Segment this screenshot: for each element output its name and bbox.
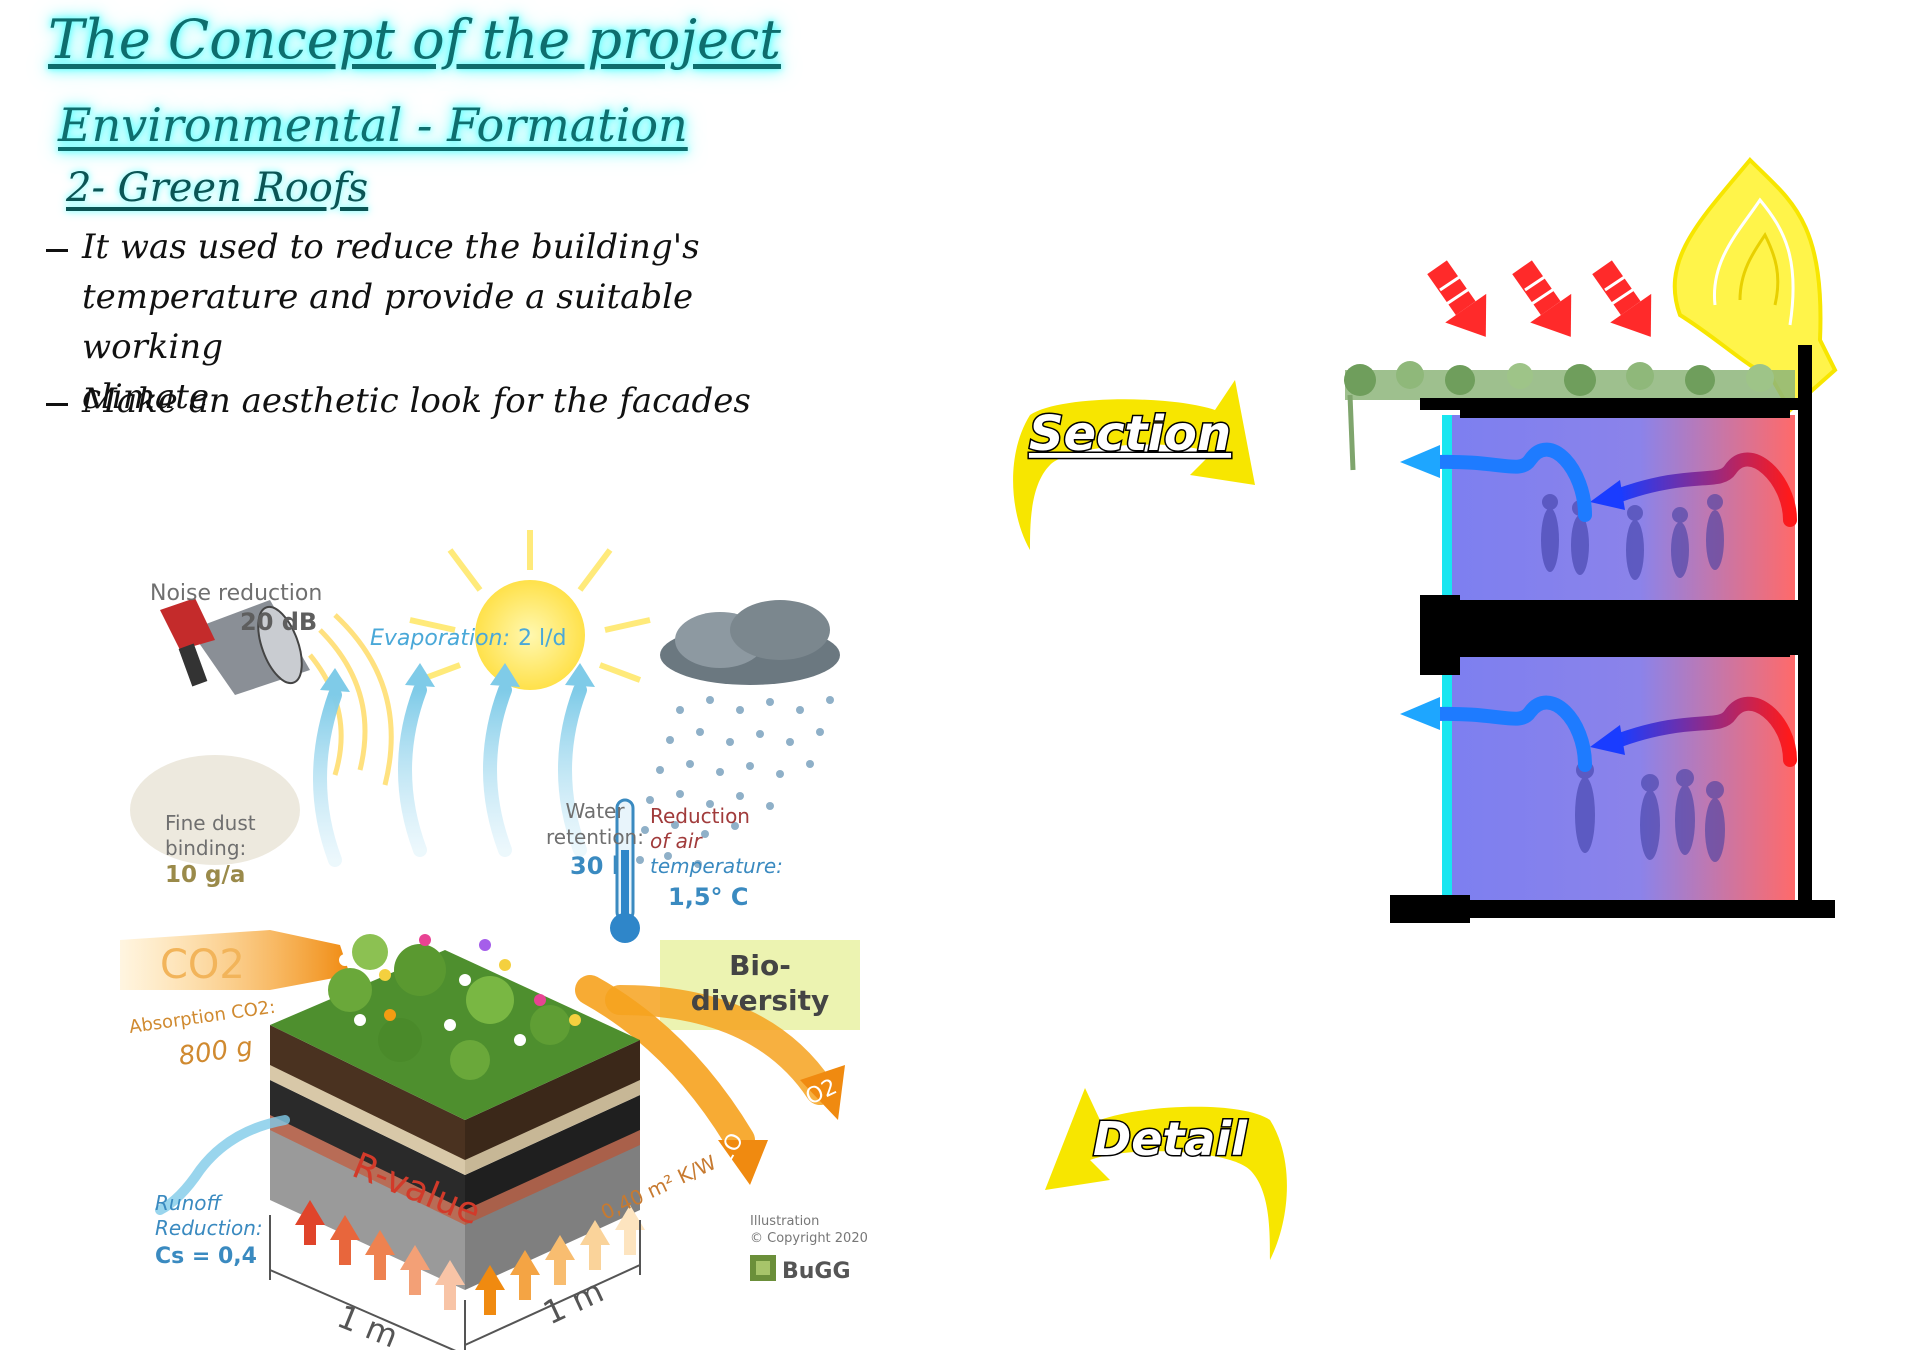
building-structure [1390, 345, 1835, 923]
runoff-value: Cs = 0,4 [155, 1244, 257, 1269]
bullet-line: Make an aesthetic look for the facades [82, 381, 751, 421]
rain-icon [636, 696, 834, 868]
bullet-line: temperature and provide a suitable worki… [82, 277, 694, 367]
water-label-1: Water [565, 799, 625, 823]
heat-arrows-icon [1427, 260, 1652, 337]
section-arrow-icon: Section [1013, 380, 1255, 550]
bio-label-1: Bio- [729, 949, 791, 982]
section-label: Section [1029, 406, 1231, 462]
page-title: The Concept of the project [48, 8, 781, 71]
sun-icon [409, 530, 651, 690]
bullet-item-2: Make an aesthetic look for the facades [46, 376, 806, 426]
temp-label-1: Reduction [650, 804, 750, 828]
thermometer-icon [610, 798, 640, 943]
runoff-label-2: Reduction: [155, 1216, 263, 1240]
page-subtitle: Environmental - Formation [58, 98, 688, 152]
roof-vegetation [1344, 361, 1795, 471]
water-label-2: retention: [546, 825, 644, 849]
credit-line-1: Illustration [750, 1214, 819, 1229]
bullet-dash-icon [46, 249, 68, 252]
co2-value: 800 g [177, 1032, 255, 1072]
temp-label-2: of air [650, 829, 703, 853]
credit-logo-text: BuGG [782, 1259, 851, 1284]
bullet-line: It was used to reduce the building's [82, 227, 700, 267]
rvalue-arrows [295, 1200, 645, 1315]
building-section-diagram [1344, 157, 1838, 923]
evaporation-arrows [313, 683, 587, 867]
temp-value: 1,5° C [668, 883, 748, 911]
evaporation-label: Evaporation: [370, 626, 510, 651]
runoff-label-1: Runoff [155, 1191, 223, 1215]
cloud-icon [660, 600, 840, 685]
dimension-1: 1 m [332, 1297, 403, 1350]
temp-label-3: temperature: [650, 854, 783, 878]
sun-heat-arrow-icon [1672, 157, 1838, 414]
section-heading: 2- Green Roofs [66, 165, 369, 211]
dimension-2: 1 m [537, 1272, 609, 1333]
megaphone-icon [160, 598, 310, 695]
airflow-arrows-upper [1400, 442, 1797, 527]
dust-label-2: binding: [165, 836, 246, 860]
credit-line-2: © Copyright 2020 [750, 1231, 868, 1246]
people-silhouettes [1541, 494, 1725, 862]
co2-label: CO2 [160, 942, 245, 988]
bullet-item-1: It was used to reduce the building's tem… [46, 222, 806, 422]
co2-abs-label: Absorption CO2: [128, 997, 277, 1038]
detail-arrow-icon: Detail [1045, 1088, 1287, 1260]
noise-value: 20 dB [240, 608, 317, 636]
evaporation-value: 2 l/d [518, 626, 566, 651]
noise-label: Noise reduction [150, 581, 322, 606]
bugg-logo-icon [750, 1255, 776, 1281]
bullet-dash-icon [46, 403, 68, 406]
bullet-line: climate [82, 377, 210, 417]
bio-label-2: diversity [691, 984, 830, 1017]
roof-layers [270, 934, 640, 1290]
lower-room [1450, 655, 1795, 900]
dust-value: 10 g/a [165, 862, 245, 888]
green-roof-illustration: Noise reduction 20 dB Evaporation: 2 l/d… [120, 530, 868, 1350]
water-value: 30 l [570, 852, 620, 880]
detail-label: Detail [1093, 1112, 1248, 1166]
airflow-arrows-lower [1400, 695, 1797, 772]
dust-label-1: Fine dust [165, 811, 256, 835]
